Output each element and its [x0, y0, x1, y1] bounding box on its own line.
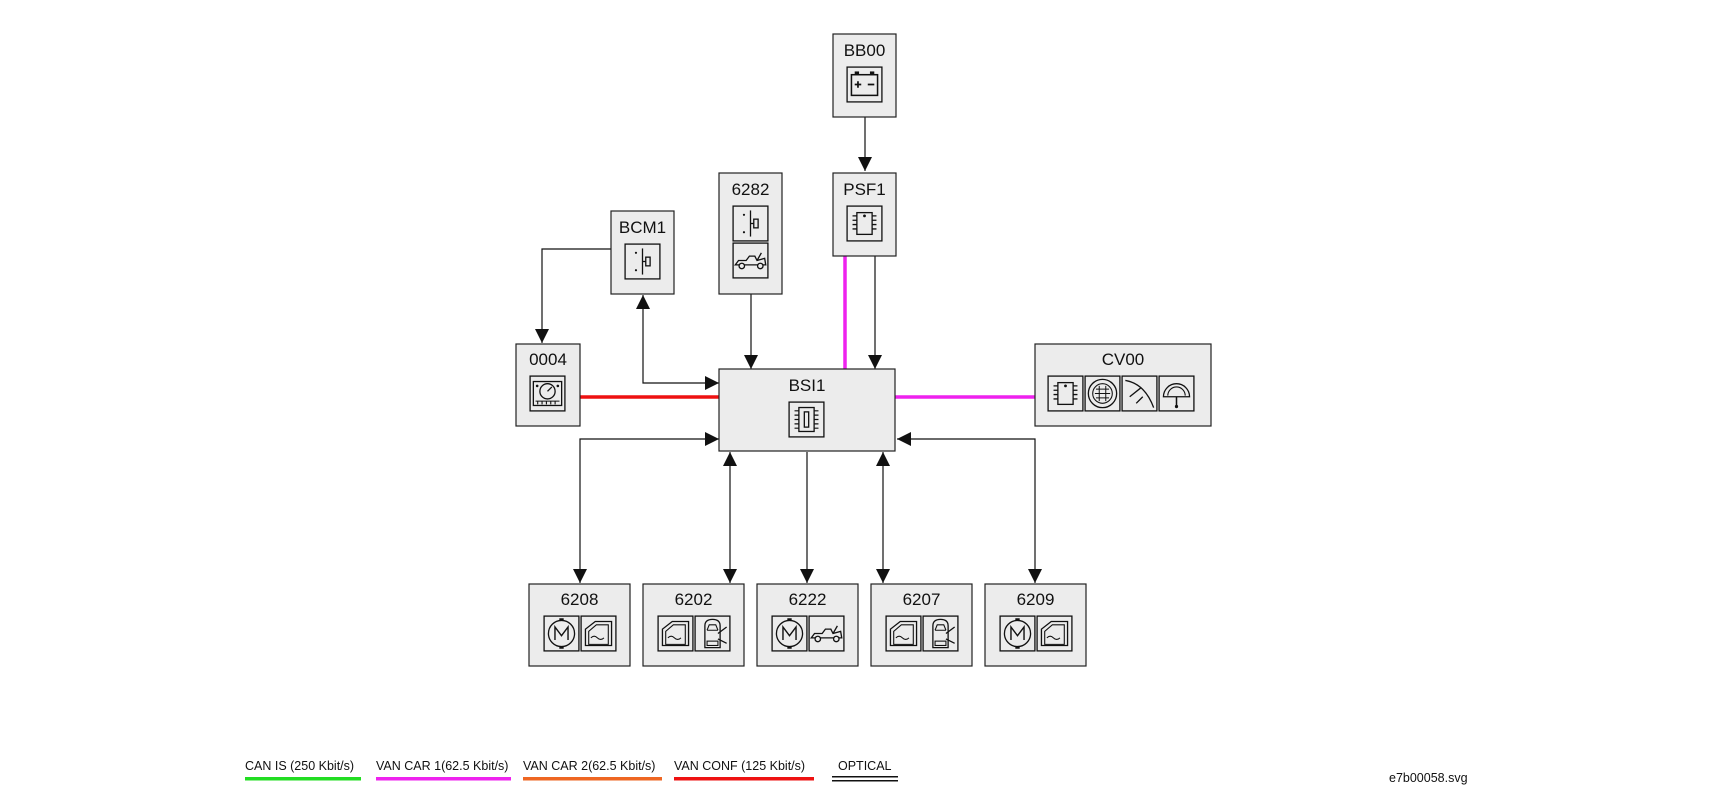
car-door-icon	[922, 615, 959, 652]
steering-wheel-icon	[1158, 375, 1195, 412]
legend-swatch-2	[832, 780, 898, 782]
window-icon	[657, 615, 694, 652]
module-6208-label: 6208	[561, 590, 599, 609]
car-trunk-icon	[732, 242, 769, 279]
chip-icon	[1047, 375, 1084, 412]
module-0004[interactable]: 0004	[515, 343, 581, 427]
legend-label: VAN CAR 1(62.5 Kbit/s)	[376, 759, 508, 773]
module-6207-label: 6207	[903, 590, 941, 609]
file-name: e7b00058.svg	[1389, 771, 1468, 785]
legend-label: OPTICAL	[838, 759, 892, 773]
legend-swatch	[523, 777, 662, 781]
module-0004-label: 0004	[529, 350, 567, 369]
legend-item-van-car-2: VAN CAR 2(62.5 Kbit/s)	[523, 759, 662, 781]
module-bcm1-label: BCM1	[619, 218, 666, 237]
connections	[535, 117, 1042, 583]
legend-swatch	[376, 777, 511, 781]
module-bcm1[interactable]: BCM1	[610, 210, 675, 295]
chip-icon	[846, 205, 883, 242]
legend-item-van-car-1: VAN CAR 1(62.5 Kbit/s)	[376, 759, 511, 781]
window-icon	[1036, 615, 1073, 652]
wiper-icon	[1121, 375, 1158, 412]
module-bb00-label: BB00	[844, 41, 886, 60]
module-6282[interactable]: 6282	[718, 172, 783, 295]
module-bb00[interactable]: BB00	[832, 33, 897, 118]
legend-item-can-is: CAN IS (250 Kbit/s)	[245, 759, 361, 781]
legend: CAN IS (250 Kbit/s) VAN CAR 1(62.5 Kbit/…	[245, 759, 898, 782]
instrument-panel-icon	[529, 375, 566, 412]
battery-icon	[846, 66, 883, 103]
module-6202[interactable]: 6202	[642, 583, 745, 667]
window-icon	[580, 615, 617, 652]
module-psf1-label: PSF1	[843, 180, 886, 199]
legend-swatch	[674, 777, 814, 781]
legend-swatch	[832, 776, 898, 778]
module-psf1[interactable]: PSF1	[832, 172, 897, 257]
module-cv00-label: CV00	[1102, 350, 1145, 369]
bcm1-bsi1-arrow	[636, 295, 719, 390]
module-6208[interactable]: 6208	[528, 583, 631, 667]
legend-label: VAN CAR 2(62.5 Kbit/s)	[523, 759, 655, 773]
bcm1-to-m0004-arrow	[535, 248, 611, 343]
speaker-icon	[1084, 375, 1121, 412]
module-6282-label: 6282	[732, 180, 770, 199]
legend-item-van-conf: VAN CONF (125 Kbit/s)	[674, 759, 814, 781]
car-door-icon	[694, 615, 731, 652]
legend-swatch	[245, 777, 361, 781]
module-bsi1[interactable]: BSI1	[718, 368, 896, 452]
motor-icon	[999, 615, 1036, 652]
module-6207[interactable]: 6207	[870, 583, 973, 667]
module-6222-label: 6222	[789, 590, 827, 609]
legend-item-optical: OPTICAL	[832, 759, 898, 782]
legend-label: VAN CONF (125 Kbit/s)	[674, 759, 805, 773]
bsi1-m6209-arrow	[897, 432, 1042, 583]
motor-icon	[771, 615, 808, 652]
fuse-chip-icon	[788, 401, 825, 438]
module-cv00[interactable]: CV00	[1034, 343, 1212, 427]
car-trunk-icon	[808, 615, 845, 652]
switch-icon	[624, 243, 661, 280]
module-6202-label: 6202	[675, 590, 713, 609]
module-bsi1-label: BSI1	[789, 376, 826, 395]
module-6209-label: 6209	[1017, 590, 1055, 609]
module-6222[interactable]: 6222	[756, 583, 859, 667]
legend-label: CAN IS (250 Kbit/s)	[245, 759, 354, 773]
motor-icon	[543, 615, 580, 652]
module-6209[interactable]: 6209	[984, 583, 1087, 667]
bsi1-m6208-arrow	[573, 432, 719, 583]
switch-icon	[732, 205, 769, 242]
window-icon	[885, 615, 922, 652]
